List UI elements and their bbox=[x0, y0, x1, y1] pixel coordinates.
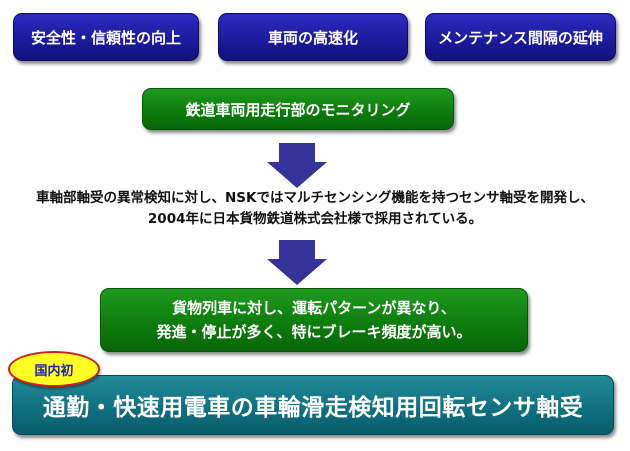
down-arrow-1-stem bbox=[279, 143, 315, 163]
down-arrow-2-icon bbox=[267, 259, 327, 285]
freight-train-box: 貨物列車に対し、運転パターンが異なり、 発進・停止が多く、特にブレーキ頻度が高い… bbox=[100, 288, 528, 352]
down-arrow-2-stem bbox=[279, 240, 315, 260]
nsk-description-line1: 車軸部軸受の異常検知に対し、NSKではマルチセンシング機能を持つセンサ軸受を開発… bbox=[36, 190, 594, 206]
monitoring-box-label: 鉄道車両用走行部のモニタリング bbox=[185, 100, 411, 119]
goal-safety-reliability: 安全性・信頼性の向上 bbox=[13, 13, 199, 61]
freight-train-line1: 貨物列車に対し、運転パターンが異なり、 bbox=[172, 299, 456, 317]
freight-train-line2: 発進・停止が多く、特にブレーキ頻度が高い。 bbox=[156, 323, 472, 341]
nsk-description-line2: 2004年に日本貨物鉄道株式会社様で採用されている。 bbox=[147, 211, 483, 227]
goal-maintenance-interval: メンテナンス間隔の延伸 bbox=[425, 13, 616, 61]
first-in-japan-badge: 国内初 bbox=[8, 351, 100, 387]
monitoring-box: 鉄道車両用走行部のモニタリング bbox=[142, 88, 454, 130]
result-box-label: 通勤・快速用電車の車輪滑走検知用回転センサ軸受 bbox=[42, 395, 584, 421]
goal-high-speed: 車両の高速化 bbox=[218, 13, 408, 61]
goal-safety-reliability-label: 安全性・信頼性の向上 bbox=[30, 28, 181, 47]
first-in-japan-badge-label: 国内初 bbox=[34, 363, 74, 379]
goal-maintenance-interval-label: メンテナンス間隔の延伸 bbox=[438, 28, 603, 47]
goal-high-speed-label: 車両の高速化 bbox=[267, 28, 358, 47]
down-arrow-1-icon bbox=[267, 162, 327, 188]
nsk-description: 車軸部軸受の異常検知に対し、NSKではマルチセンシング機能を持つセンサ軸受を開発… bbox=[0, 188, 630, 230]
result-box: 通勤・快速用電車の車輪滑走検知用回転センサ軸受 bbox=[12, 375, 614, 435]
